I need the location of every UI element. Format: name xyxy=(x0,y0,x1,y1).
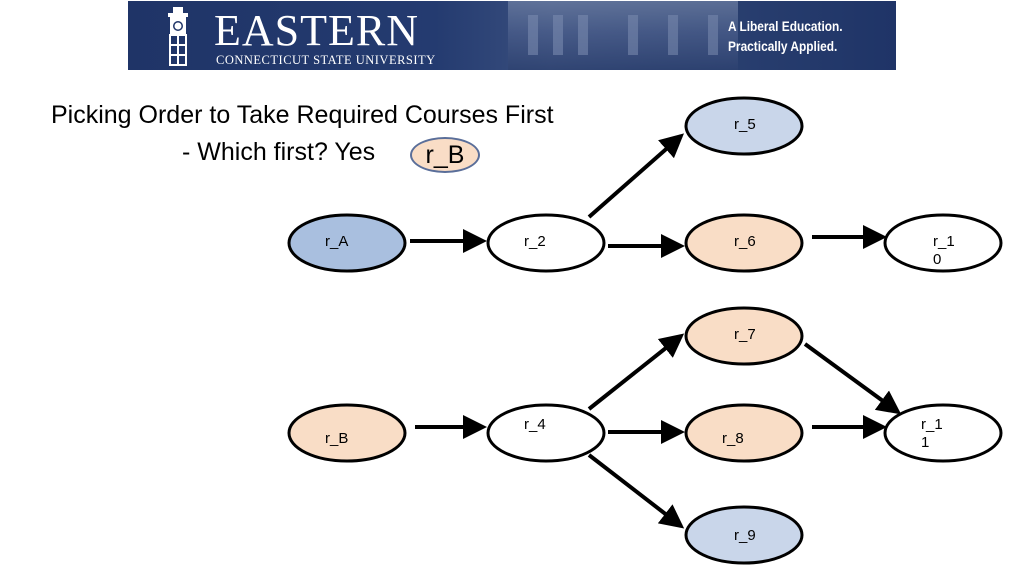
node-r5 xyxy=(684,96,804,156)
node-label-r6: r_6 xyxy=(734,233,756,250)
arrow-r2-to-r5 xyxy=(587,133,685,219)
arrow-r4-to-r9 xyxy=(587,453,685,529)
banner-building-photo xyxy=(508,1,738,70)
node-label-r4: r_4 xyxy=(524,416,546,433)
node-r11 xyxy=(883,403,1003,463)
university-banner: EASTERN CONNECTICUT STATE UNIVERSITY A L… xyxy=(128,1,896,70)
node-rA xyxy=(287,213,407,273)
university-wordmark: EASTERN xyxy=(214,6,419,55)
node-label-r7: r_7 xyxy=(734,326,756,343)
arrow-r7-to-r11 xyxy=(803,342,902,415)
node-label-r10: r_1 0 xyxy=(933,233,955,268)
node-label-r9: r_9 xyxy=(734,527,756,544)
university-subtitle: CONNECTICUT STATE UNIVERSITY xyxy=(216,53,436,67)
node-label-r11: r_1 1 xyxy=(921,416,943,451)
tagline-line-1: A Liberal Education. xyxy=(728,18,843,34)
clock-tower-logo-icon xyxy=(168,7,188,66)
node-r4 xyxy=(486,403,606,463)
node-label-r8: r_8 xyxy=(722,430,744,447)
answer-oval: r_B xyxy=(410,137,480,173)
slide-question: - Which first? Yes xyxy=(182,138,376,166)
node-r8 xyxy=(684,403,804,463)
arrow-r4-to-r7 xyxy=(587,333,685,411)
node-rB xyxy=(287,403,407,463)
tagline-line-2: Practically Applied. xyxy=(728,38,838,54)
university-tagline: A Liberal Education. Practically Applied… xyxy=(728,16,843,56)
node-label-r2: r_2 xyxy=(524,233,546,250)
node-r7 xyxy=(684,306,804,366)
node-label-rA: r_A xyxy=(325,233,349,250)
node-r2 xyxy=(486,213,606,273)
node-label-r5: r_5 xyxy=(734,116,756,133)
node-label-rB: r_B xyxy=(325,430,349,447)
slide-title: Picking Order to Take Required Courses F… xyxy=(51,101,554,129)
node-r10 xyxy=(883,213,1003,273)
node-r6 xyxy=(684,213,804,273)
node-r9 xyxy=(684,505,804,565)
